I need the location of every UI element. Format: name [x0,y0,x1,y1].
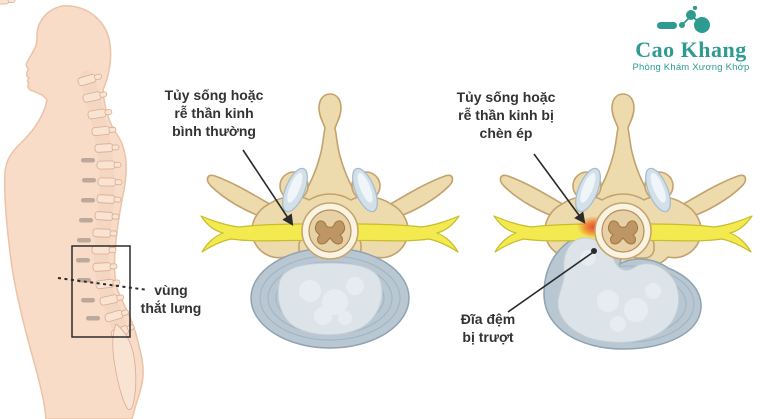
clinic-subtitle: Phòng Khám Xương Khớp [632,62,750,74]
lumbar-region-label: vùng thắt lưng [140,282,202,317]
spinal-cord [594,202,652,260]
sacrum [112,323,137,410]
disc-normal [250,247,410,349]
callout-compressed-nerve: Tủy sống hoặc rễ thần kinh bị chèn ép [456,89,556,142]
body-profile-illustration [0,0,144,419]
vertebra-diagram-normal [200,93,460,349]
spine-vertebrae [0,0,137,410]
callout-normal-nerve: Tủy sống hoặc rễ thần kinh bình thường [164,87,264,140]
molecule-icon [657,6,710,33]
clinic-logo: Cao Khang Phòng Khám Xương Khớp [622,6,760,73]
clinic-name: Cao Khang [635,37,747,62]
callout-slipped-disc: Đĩa đệm bị trượt [460,311,516,346]
spinal-cord [301,202,359,260]
